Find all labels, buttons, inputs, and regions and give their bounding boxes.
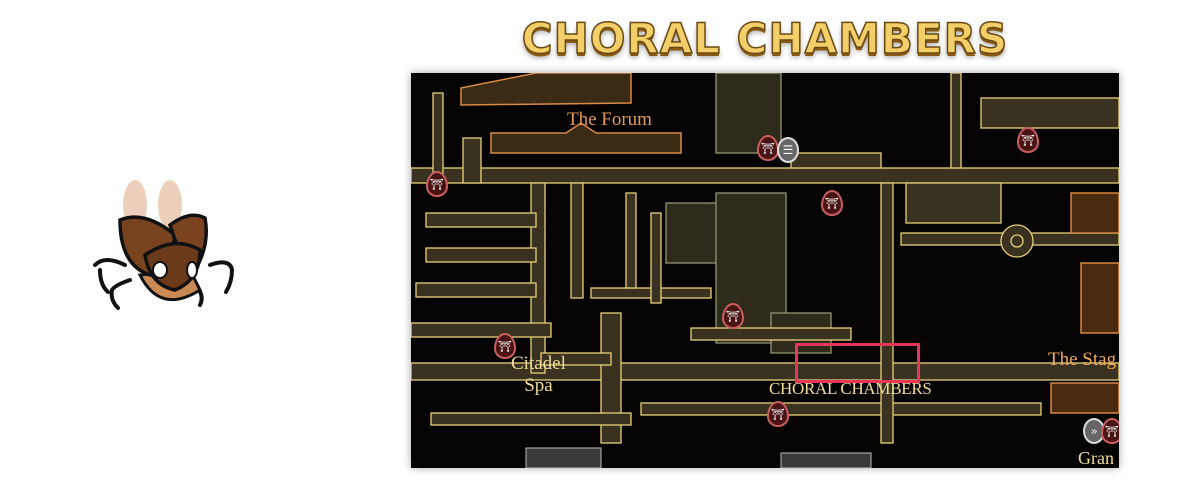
area-title: CHORAL CHAMBERS	[521, 13, 1009, 64]
map-label-spa: Spa	[524, 375, 553, 396]
bench-icon[interactable]: ⛩	[767, 401, 789, 427]
bench-icon[interactable]: ⛩	[757, 135, 779, 161]
map-label-the-stag: The Stag	[1048, 349, 1117, 370]
map-label-the-forum: The Forum	[567, 109, 652, 130]
bench-icon[interactable]: ⛩	[494, 333, 516, 359]
bench-icon[interactable]: ⛩	[426, 171, 448, 197]
map-label-choral-chambers: CHORAL CHAMBERS	[769, 379, 932, 398]
current-area-highlight	[795, 343, 920, 383]
npc-marker-icon[interactable]: ☰	[777, 137, 799, 163]
map-label-gran: Gran	[1078, 448, 1114, 468]
bench-icon[interactable]: ⛩	[1101, 418, 1119, 444]
map-label-citadel-spa: Citadel Spa	[511, 353, 566, 397]
bench-icon[interactable]: ⛩	[722, 303, 744, 329]
area-map[interactable]: The Forum Citadel Spa CHORAL CHAMBERS Th…	[411, 73, 1119, 468]
beetle-creature-icon	[93, 180, 235, 310]
map-corridors	[411, 73, 1119, 468]
bench-icon[interactable]: ⛩	[1017, 127, 1039, 153]
bench-icon[interactable]: ⛩	[821, 190, 843, 216]
map-label-citadel: Citadel	[511, 353, 566, 374]
